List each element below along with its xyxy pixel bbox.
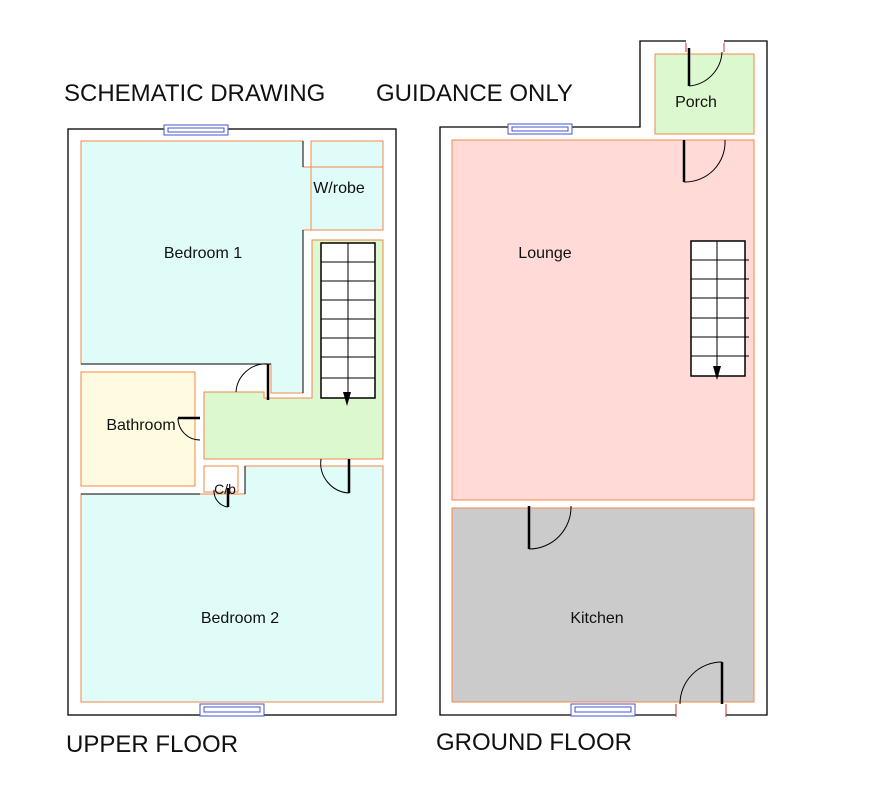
label-bedroom-1: Bedroom 1 <box>164 245 242 262</box>
label-bedroom-2: Bedroom 2 <box>201 610 279 627</box>
label-kitchen: Kitchen <box>570 610 623 627</box>
upper-internal-walls <box>81 141 304 495</box>
ground-floor-plan: Porch Lounge Kitchen GROUND FLOOR <box>436 40 768 756</box>
upper-floor-plan: Bedroom 1 W/robe Bathroom C/b Bedroom 2 … <box>66 124 397 758</box>
ground-doors <box>527 48 726 705</box>
schematic-drawing-note: SCHEMATIC DRAWING <box>64 80 325 107</box>
guidance-only-note: GUIDANCE ONLY <box>376 80 573 107</box>
room-bathroom[interactable] <box>80 371 196 487</box>
upper-floor-title: UPPER FLOOR <box>66 731 238 758</box>
room-kitchen[interactable] <box>451 507 755 703</box>
ground-window-bottom <box>570 703 636 717</box>
ground-staircase <box>690 240 749 380</box>
label-cupboard: C/b <box>214 481 236 497</box>
ground-stairs-arrow <box>713 366 721 380</box>
ground-floor-title: GROUND FLOOR <box>436 729 632 756</box>
upper-doors <box>177 363 351 508</box>
label-bathroom: Bathroom <box>106 417 175 434</box>
kitchen-back-door-opening <box>675 704 727 717</box>
room-bedroom-2[interactable] <box>80 465 384 703</box>
room-wardrobe[interactable] <box>310 166 384 231</box>
upper-window-bottom <box>199 703 265 717</box>
upper-window-top <box>163 124 229 136</box>
room-porch[interactable] <box>654 53 755 135</box>
upper-staircase <box>320 242 376 406</box>
label-porch: Porch <box>675 94 717 111</box>
room-cupboard[interactable] <box>203 465 239 493</box>
ground-window-top <box>507 123 573 135</box>
label-wardrobe: W/robe <box>313 180 365 197</box>
label-lounge: Lounge <box>518 245 571 262</box>
stairs-down-arrow <box>343 392 351 406</box>
